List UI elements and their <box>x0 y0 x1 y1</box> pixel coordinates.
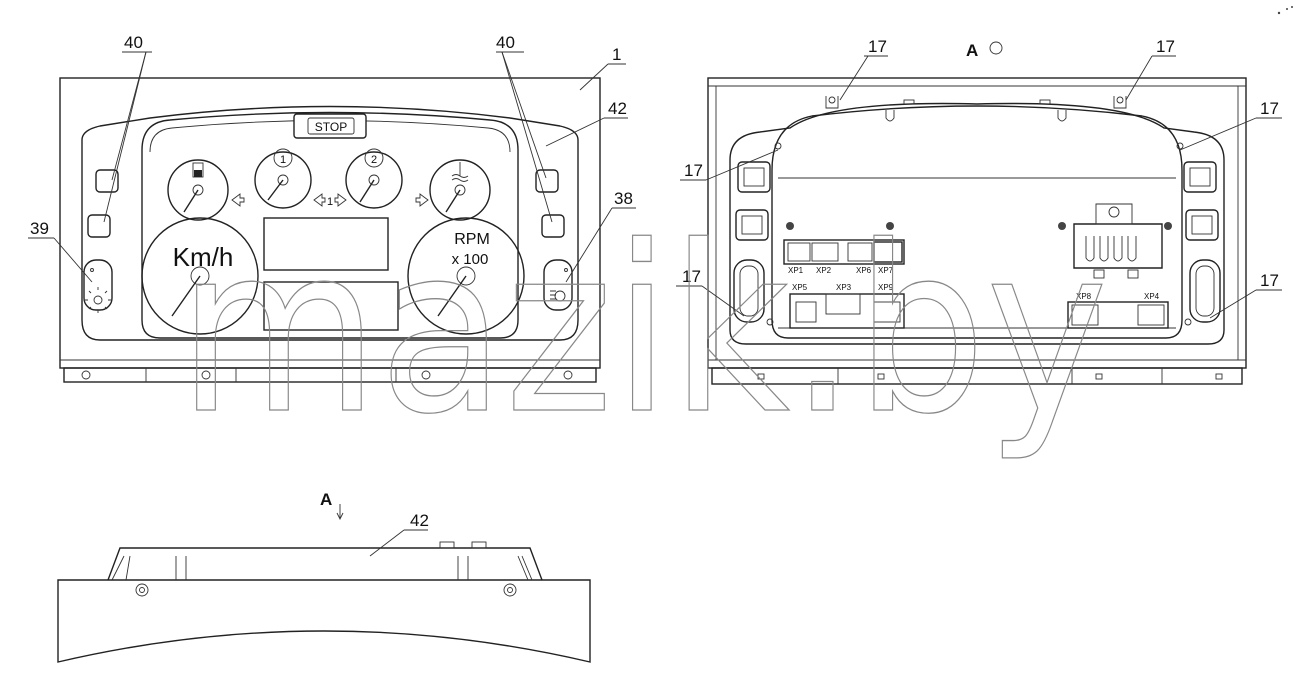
connector-xp9-label: XP9 <box>878 283 894 292</box>
screw <box>1058 222 1066 230</box>
left-turn-arrow-icon <box>313 193 326 207</box>
callout-1: 1 <box>612 45 621 64</box>
rear-view-a: XP1 XP2 XP6 XP7 XP5 XP3 XP9 XP8 XP4 <box>676 6 1293 385</box>
screw <box>786 222 794 230</box>
connector-xp3-label: XP3 <box>836 283 852 292</box>
warning-lamp <box>535 169 559 193</box>
left-turn-arrow-icon <box>231 193 245 207</box>
speed-unit-label: Km/h <box>173 242 234 272</box>
dimmer-switch <box>83 259 113 313</box>
connector-xp1-label: XP1 <box>788 266 804 275</box>
right-turn-arrow-icon <box>415 193 429 207</box>
screw <box>201 370 211 380</box>
lcd-display-lower <box>263 281 399 331</box>
connector-xp8-label: XP8 <box>1076 292 1092 301</box>
connector-xp5-label: XP5 <box>792 283 808 292</box>
coolant-temperature-gauge <box>429 159 491 221</box>
gauge-1: 1 <box>254 148 312 209</box>
callout-17-right-lower: 17 <box>1260 271 1279 290</box>
gauge-2-label: 2 <box>371 154 377 166</box>
connector-xp7-label: XP7 <box>878 266 894 275</box>
callout-17-left-lower: 17 <box>682 267 701 286</box>
screw <box>421 370 431 380</box>
stop-indicator <box>293 113 367 139</box>
screw <box>1164 222 1172 230</box>
headlight-switch <box>543 259 573 311</box>
rpm-label: RPM <box>454 231 490 248</box>
warning-lamp <box>87 214 111 238</box>
housing-rear-cover <box>771 105 1183 339</box>
screw <box>81 370 91 380</box>
watermark: mazik.by <box>178 198 1108 465</box>
warning-lamp <box>541 214 565 238</box>
cluster-window <box>141 111 519 339</box>
turn-indicator-label: 1 <box>327 196 333 208</box>
view-direction-arrow-icon <box>336 504 344 521</box>
side-rear-cover <box>107 547 543 581</box>
screw <box>886 222 894 230</box>
screw <box>503 583 517 597</box>
callout-40-left: 40 <box>124 33 143 52</box>
callout-17-left-upper: 17 <box>684 161 703 180</box>
connector-block-lower <box>789 293 905 329</box>
screw <box>563 370 573 380</box>
lcd-display-upper <box>263 217 389 271</box>
callout-38: 38 <box>614 189 633 208</box>
speedometer: Km/h <box>141 217 259 335</box>
callout-17-top-right: 17 <box>1156 37 1175 56</box>
callout-17-top-left: 17 <box>868 37 887 56</box>
front-view: STOP 1 2 1 <box>28 33 636 383</box>
corner-mark-icon <box>1277 6 1293 15</box>
right-turn-arrow-icon <box>334 193 347 207</box>
side-view: 42 A <box>57 490 591 663</box>
connector-xp2-label: XP2 <box>816 266 832 275</box>
switch-module <box>1073 203 1163 279</box>
gauge-1-label: 1 <box>280 154 286 166</box>
bezel-outer <box>81 105 579 341</box>
stop-label: STOP <box>315 120 347 134</box>
tachometer: RPM x 100 <box>407 217 525 335</box>
fuel-gauge <box>167 159 229 221</box>
callout-17-right-upper: 17 <box>1260 99 1279 118</box>
gauge-2: 2 <box>345 148 403 209</box>
connector-block-upper <box>783 239 905 265</box>
callout-42-side: 42 <box>410 511 429 530</box>
callout-39: 39 <box>30 219 49 238</box>
view-a-direction-label: A <box>320 490 332 509</box>
side-housing <box>57 579 591 663</box>
connector-xp4-label: XP4 <box>1144 292 1160 301</box>
callout-42-front: 42 <box>608 99 627 118</box>
rpm-multiplier-label: x 100 <box>452 251 489 268</box>
view-a-label: A <box>966 41 978 60</box>
warning-lamp <box>95 169 119 193</box>
screw <box>135 583 149 597</box>
connector-xp6-label: XP6 <box>856 266 872 275</box>
rotation-symbol-icon <box>989 41 1003 55</box>
callout-40-right: 40 <box>496 33 515 52</box>
